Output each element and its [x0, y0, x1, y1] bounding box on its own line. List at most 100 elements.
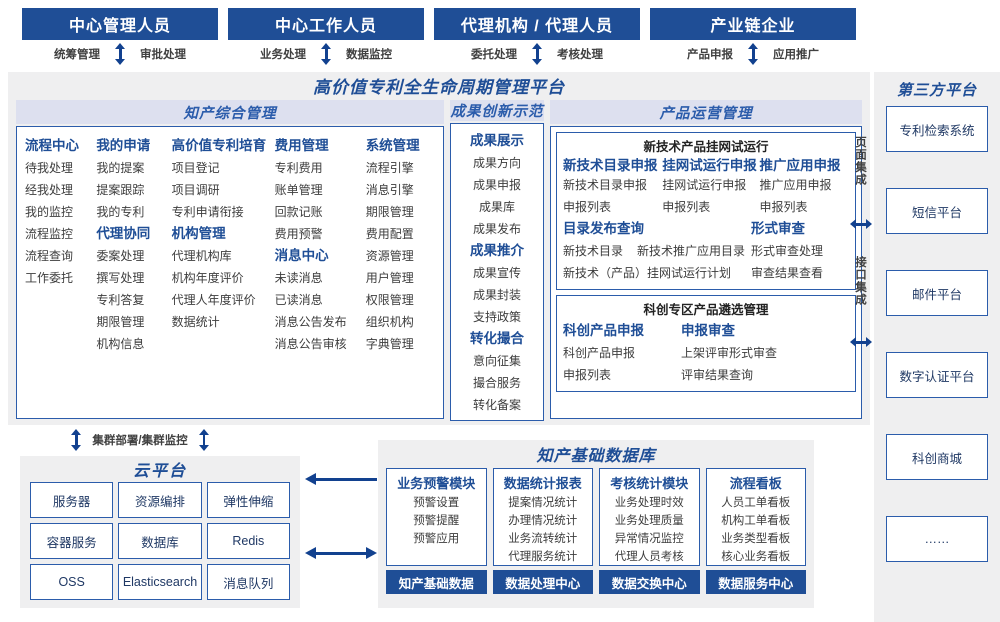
role-title-2[interactable]: 代理机构 / 代理人员 [434, 8, 640, 40]
menu-item[interactable]: 预警设置 [413, 497, 460, 509]
menu-item[interactable]: 申报列表 [662, 200, 711, 214]
menu-item[interactable]: 成果申报 [472, 178, 521, 192]
menu-item[interactable]: 成果库 [478, 200, 515, 214]
menu-item[interactable]: 成果宣传 [472, 266, 521, 280]
third-party-item-3[interactable]: 数字认证平台 [886, 352, 988, 398]
menu-item[interactable]: 提案跟踪 [96, 183, 145, 197]
db-footer-3[interactable]: 数据服务中心 [705, 570, 806, 594]
menu-item[interactable]: 业务类型看板 [721, 533, 791, 545]
cloud-cell-0[interactable]: 服务器 [30, 482, 114, 518]
menu-item[interactable]: 消息引擎 [365, 183, 414, 197]
menu-item[interactable]: 流程查询 [25, 249, 74, 263]
cloud-cell-5[interactable]: Redis [206, 523, 290, 559]
menu-item[interactable]: 机构信息 [96, 337, 145, 351]
cloud-cell-3[interactable]: 容器服务 [30, 523, 114, 559]
menu-item[interactable]: 专利费用 [274, 161, 323, 175]
menu-item[interactable]: 意向征集 [472, 354, 521, 368]
cloud-cell-1[interactable]: 资源编排 [118, 482, 202, 518]
menu-item[interactable]: 成果发布 [472, 222, 521, 236]
menu-item[interactable]: 资源管理 [365, 249, 414, 263]
menu-item[interactable]: 提案情况统计 [508, 497, 578, 509]
menu-item[interactable]: 字典管理 [365, 337, 414, 351]
menu-item[interactable]: 申报列表 [563, 368, 612, 382]
third-party-item-5[interactable]: …… [886, 516, 988, 562]
menu-item[interactable]: 科创产品申报 [563, 346, 636, 360]
role-title-0[interactable]: 中心管理人员 [22, 8, 218, 40]
menu-item[interactable]: 新技术目录 [563, 244, 624, 258]
menu-item[interactable]: 办理情况统计 [508, 515, 578, 527]
cloud-cell-4[interactable]: 数据库 [118, 523, 202, 559]
menu-item[interactable]: 推广应用申报 [759, 178, 832, 192]
menu-item[interactable]: 申报列表 [759, 200, 808, 214]
menu-item[interactable]: 流程监控 [25, 227, 74, 241]
menu-item[interactable]: 代理服务统计 [508, 551, 578, 563]
db-footer-2[interactable]: 数据交换中心 [599, 570, 700, 594]
menu-item[interactable]: 预警提醒 [413, 515, 460, 527]
menu-item[interactable]: 机构工单看板 [721, 515, 791, 527]
third-party-item-1[interactable]: 短信平台 [886, 188, 988, 234]
menu-item[interactable]: 机构年度评价 [171, 271, 244, 285]
menu-item[interactable]: 委案处理 [96, 249, 145, 263]
cloud-cell-8[interactable]: 消息队列 [206, 564, 290, 600]
menu-item[interactable]: 消息公告审核 [274, 337, 347, 351]
menu-item[interactable]: 业务流转统计 [508, 533, 578, 545]
menu-item[interactable]: 消息公告发布 [274, 315, 347, 329]
role-title-1[interactable]: 中心工作人员 [228, 8, 424, 40]
menu-item[interactable]: 期限管理 [365, 205, 414, 219]
menu-item[interactable]: 回款记账 [274, 205, 323, 219]
menu-item[interactable]: 上架评审形式审查 [681, 346, 778, 360]
third-party-item-2[interactable]: 邮件平台 [886, 270, 988, 316]
menu-item[interactable]: 形式审查处理 [751, 244, 824, 258]
menu-item[interactable]: 组织机构 [365, 315, 414, 329]
menu-item[interactable]: 撮合服务 [472, 376, 521, 390]
menu-item[interactable]: 审查结果查看 [751, 266, 824, 280]
menu-item[interactable]: 代理机构库 [171, 249, 232, 263]
menu-item[interactable]: 人员工单看板 [721, 497, 791, 509]
menu-item[interactable]: 专利申请衔接 [171, 205, 244, 219]
third-party-item-0[interactable]: 专利检索系统 [886, 106, 988, 152]
menu-item[interactable]: 成果方向 [472, 156, 521, 170]
menu-item[interactable]: 代理人年度评价 [171, 293, 256, 307]
menu-item[interactable]: 转化备案 [472, 398, 521, 412]
cloud-cell-2[interactable]: 弹性伸缩 [206, 482, 290, 518]
menu-item[interactable]: 费用配置 [365, 227, 414, 241]
menu-item[interactable]: 用户管理 [365, 271, 414, 285]
menu-item[interactable]: 项目登记 [171, 161, 220, 175]
menu-item[interactable]: 撰写处理 [96, 271, 145, 285]
menu-item[interactable]: 业务处理质量 [614, 515, 684, 527]
menu-item[interactable]: 工作委托 [25, 271, 74, 285]
menu-item[interactable]: 异常情况监控 [614, 533, 684, 545]
menu-item[interactable]: 预警应用 [413, 533, 460, 545]
menu-item[interactable]: 新技术（产品）挂网试运行计划 [563, 266, 732, 280]
menu-item[interactable]: 成果封装 [472, 288, 521, 302]
menu-item[interactable]: 项目调研 [171, 183, 220, 197]
menu-item[interactable]: 待我处理 [25, 161, 74, 175]
menu-item[interactable]: 未读消息 [274, 271, 323, 285]
menu-item[interactable]: 代理人员考核 [614, 551, 684, 563]
menu-item[interactable]: 我的专利 [96, 205, 145, 219]
third-party-item-4[interactable]: 科创商城 [886, 434, 988, 480]
menu-item[interactable]: 费用预警 [274, 227, 323, 241]
menu-item[interactable]: 新技术目录申报 [563, 178, 648, 192]
role-title-3[interactable]: 产业链企业 [650, 8, 856, 40]
menu-item[interactable]: 业务处理时效 [614, 497, 684, 509]
cloud-cell-6[interactable]: OSS [30, 564, 114, 600]
menu-item[interactable]: 新技术推广应用目录 [637, 244, 746, 258]
menu-item[interactable]: 权限管理 [365, 293, 414, 307]
menu-item[interactable]: 我的提案 [96, 161, 145, 175]
menu-item[interactable]: 我的监控 [25, 205, 74, 219]
menu-item[interactable]: 专利答复 [96, 293, 145, 307]
menu-item[interactable]: 挂网试运行申报 [662, 178, 747, 192]
menu-item[interactable]: 支持政策 [472, 310, 521, 324]
menu-item[interactable]: 数据统计 [171, 315, 220, 329]
menu-item[interactable]: 期限管理 [96, 315, 145, 329]
menu-item[interactable]: 账单管理 [274, 183, 323, 197]
cloud-cell-7[interactable]: Elasticsearch [118, 564, 202, 600]
menu-item[interactable]: 评审结果查询 [681, 368, 754, 382]
menu-item[interactable]: 核心业务看板 [721, 551, 791, 563]
db-footer-0[interactable]: 知产基础数据 [386, 570, 487, 594]
menu-item[interactable]: 申报列表 [563, 200, 612, 214]
menu-item[interactable]: 经我处理 [25, 183, 74, 197]
menu-item[interactable]: 已读消息 [274, 293, 323, 307]
db-footer-1[interactable]: 数据处理中心 [492, 570, 593, 594]
